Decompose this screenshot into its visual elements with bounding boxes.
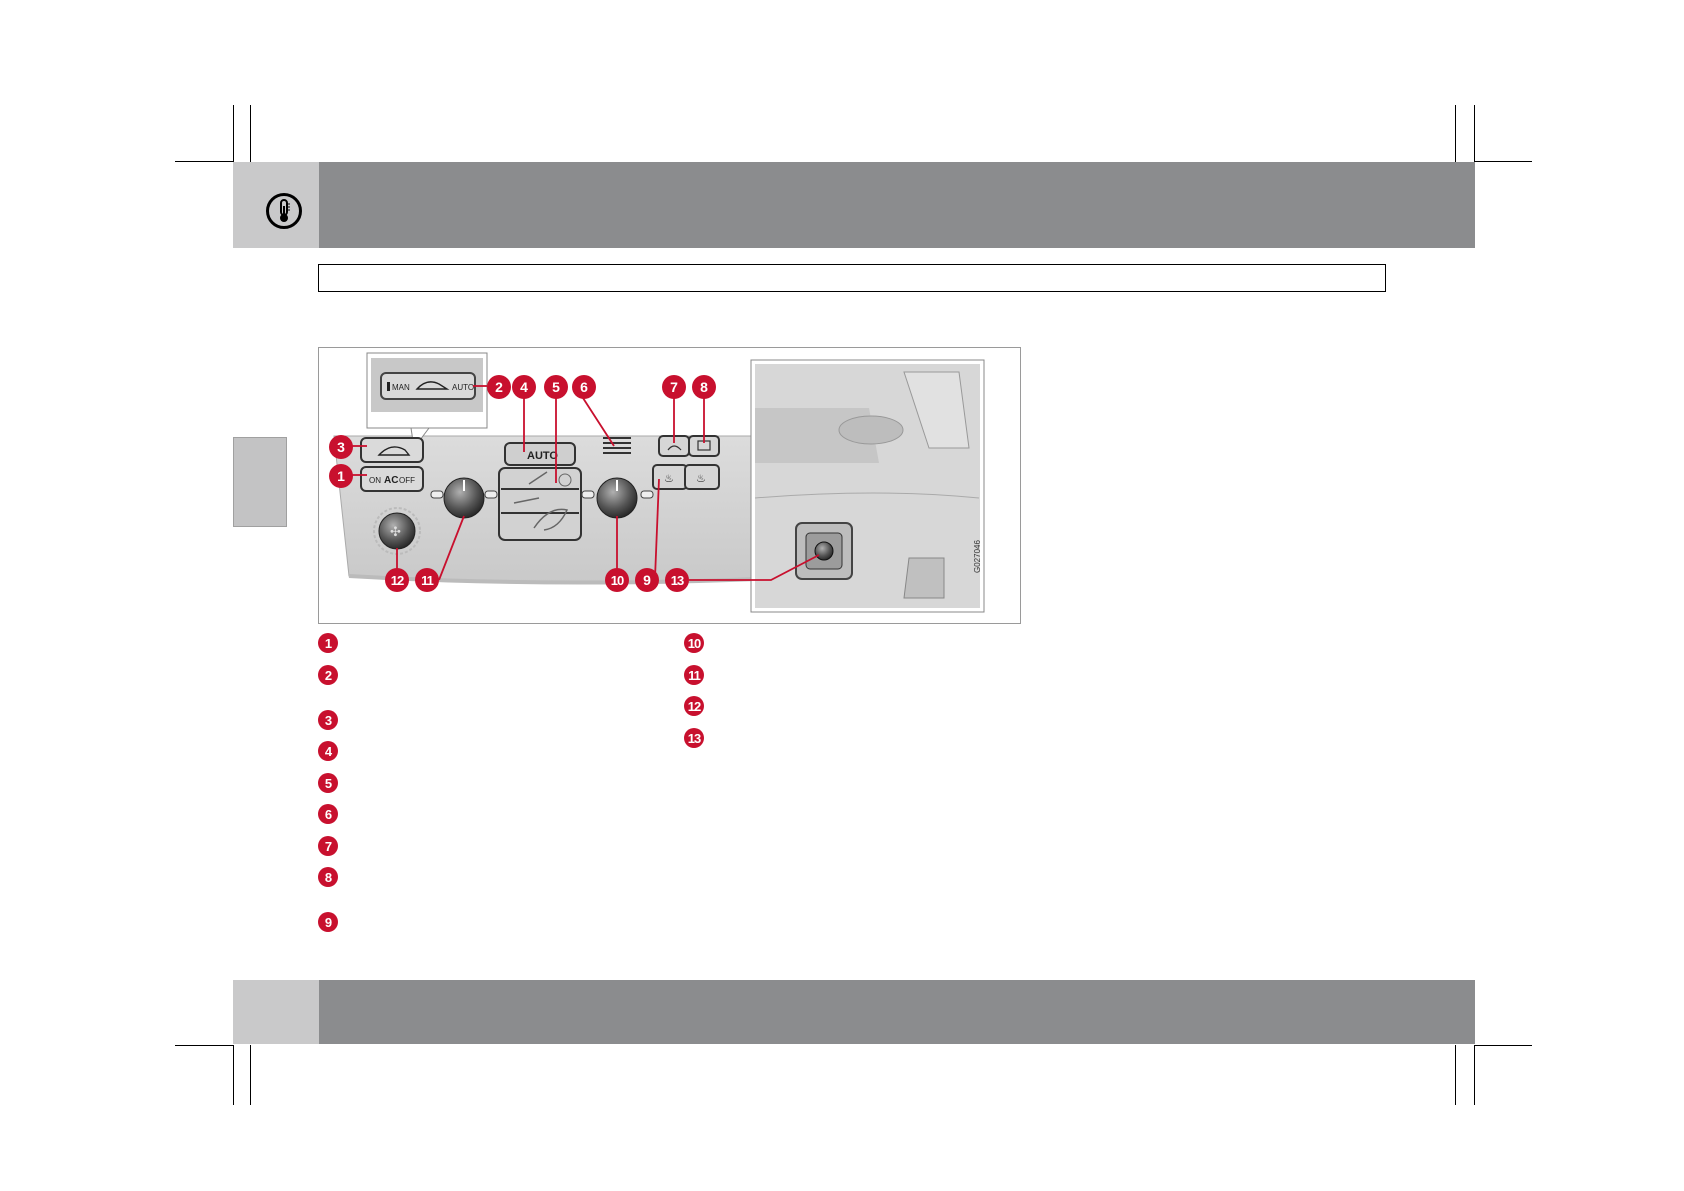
crop-mark — [175, 161, 233, 162]
footer-band — [319, 980, 1475, 1044]
callout-13: 13 — [665, 568, 689, 592]
callout-10: 10 — [605, 568, 629, 592]
header-band — [319, 162, 1475, 248]
legend-number: 5 — [318, 773, 338, 793]
legend-number: 11 — [684, 665, 704, 685]
callout-9: 9 — [635, 568, 659, 592]
climate-panel-illustration: MAN AUTO ON AC OFF ✣ AUTO — [333, 352, 985, 613]
legend-number: 7 — [318, 836, 338, 856]
svg-text:♨: ♨ — [696, 473, 706, 485]
ac-label: AC — [384, 475, 398, 486]
crop-mark — [233, 1045, 234, 1105]
svg-text:✣: ✣ — [390, 524, 401, 539]
thermometer-icon — [266, 193, 302, 229]
footer-tab — [233, 980, 319, 1044]
callout-8: 8 — [692, 375, 716, 399]
legend-number: 9 — [318, 912, 338, 932]
callout-4: 4 — [512, 375, 536, 399]
callout-5: 5 — [544, 375, 568, 399]
crop-mark — [233, 105, 234, 165]
off-label: OFF — [399, 476, 415, 485]
climate-control-figure: MAN AUTO ON AC OFF ✣ AUTO — [318, 347, 1021, 624]
crop-mark — [1474, 1045, 1532, 1046]
man-label: MAN — [392, 383, 410, 392]
legend-number: 13 — [684, 728, 704, 748]
callout-6: 6 — [572, 375, 596, 399]
crop-mark — [175, 1045, 233, 1046]
legend-number: 8 — [318, 867, 338, 887]
callout-7: 7 — [662, 375, 686, 399]
crop-mark — [1474, 105, 1475, 165]
legend-number: 6 — [318, 804, 338, 824]
section-title-box — [318, 264, 1386, 292]
chapter-tab — [233, 437, 287, 527]
legend-number: 1 — [318, 633, 338, 653]
svg-text:♨: ♨ — [664, 473, 674, 485]
on-label: ON — [369, 476, 381, 485]
legend-number: 3 — [318, 710, 338, 730]
image-code: G027046 — [973, 540, 982, 573]
legend-number: 4 — [318, 741, 338, 761]
crop-mark — [250, 105, 251, 165]
crop-mark — [1474, 1045, 1475, 1105]
legend-number: 12 — [684, 696, 704, 716]
crop-mark — [1455, 105, 1456, 165]
auto-button-label: AUTO — [527, 450, 558, 462]
crop-mark — [1474, 161, 1532, 162]
callout-1: 1 — [329, 464, 353, 488]
crop-mark — [1455, 1045, 1456, 1105]
auto-small-label: AUTO — [452, 383, 474, 392]
legend-number: 10 — [684, 633, 704, 653]
callout-12: 12 — [385, 568, 409, 592]
legend-number: 2 — [318, 665, 338, 685]
callout-3: 3 — [329, 435, 353, 459]
crop-mark — [250, 1045, 251, 1105]
callout-2: 2 — [487, 375, 511, 399]
callout-11: 11 — [415, 568, 439, 592]
